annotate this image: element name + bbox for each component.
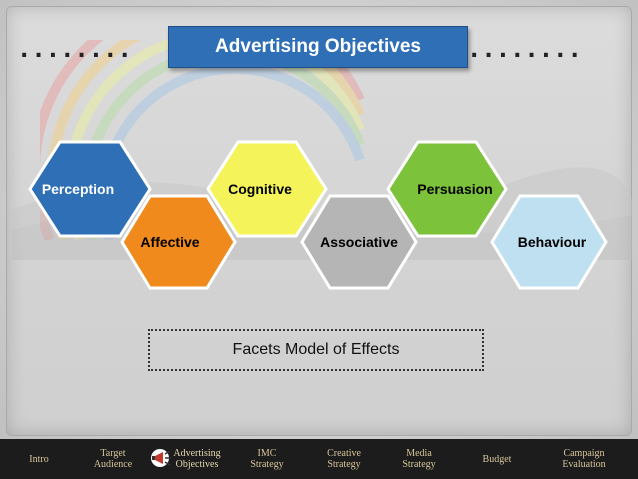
- nav-intro[interactable]: Intro: [18, 439, 60, 479]
- nav-campaign-evaluation[interactable]: Campaign Evaluation: [548, 439, 620, 479]
- nav-creative-strategy[interactable]: Creative Strategy: [312, 439, 376, 479]
- hexagon-persuasion-label: Persuasion: [417, 181, 492, 197]
- hexagon-associative-label: Associative: [320, 234, 398, 250]
- hexagon-cognitive: Cognitive: [208, 142, 326, 236]
- megaphone-icon: [146, 442, 176, 472]
- hexagon-perception-label: Perception: [42, 181, 114, 197]
- nav-imc-strategy[interactable]: IMC Strategy: [238, 439, 296, 479]
- hexagon-persuasion: Persuasion: [388, 142, 506, 236]
- bottom-navbar: Intro Target Audience Advertising Object…: [0, 439, 638, 479]
- hexagon-cognitive-label: Cognitive: [228, 181, 292, 197]
- facets-caption-box: Facets Model of Effects: [148, 329, 484, 371]
- nav-target-audience[interactable]: Target Audience: [84, 439, 142, 479]
- hexagon-affective: Affective: [122, 196, 235, 288]
- nav-media-strategy[interactable]: Media Strategy: [390, 439, 448, 479]
- hexagon-behaviour: Behaviour: [492, 196, 606, 288]
- hexagon-affective-label: Affective: [140, 234, 199, 250]
- nav-budget[interactable]: Budget: [472, 439, 522, 479]
- hexagon-perception: Perception: [30, 142, 150, 236]
- hexagon-behaviour-label: Behaviour: [518, 234, 587, 250]
- hexagon-associative: Associative: [302, 196, 416, 288]
- facets-caption: Facets Model of Effects: [233, 341, 400, 359]
